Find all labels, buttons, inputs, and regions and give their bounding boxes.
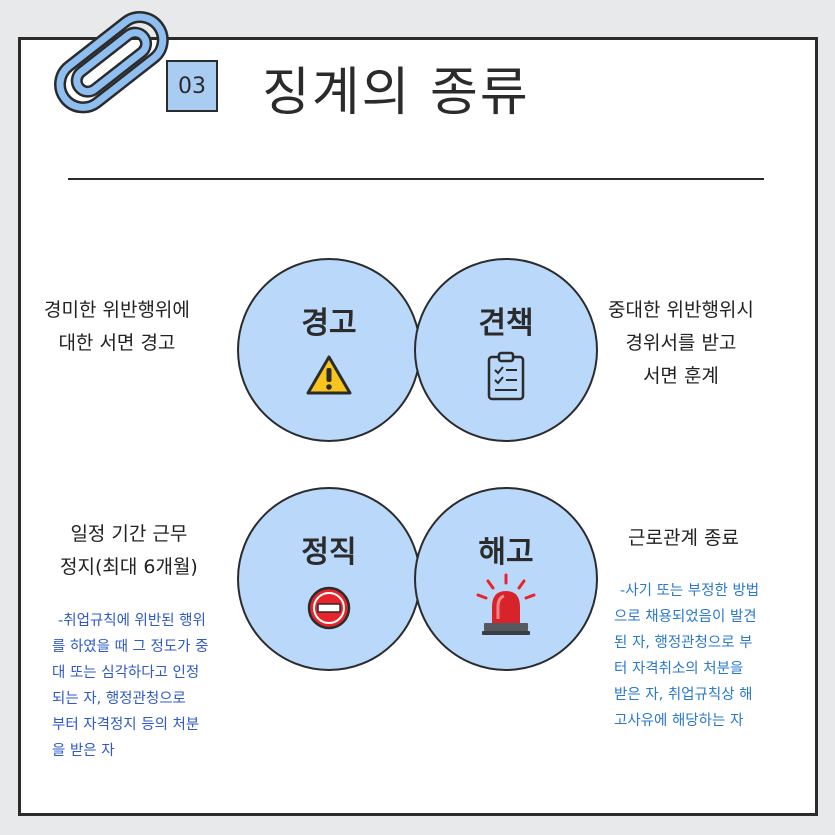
circle-label-reprimand: 견책 [478, 306, 534, 341]
desc-line: 근로관계 종료 [628, 527, 739, 549]
circle-reprimand: 견책 [414, 258, 598, 442]
no-entry-icon [307, 586, 351, 630]
circle-label-suspension: 정직 [301, 535, 357, 570]
desc-warning: 경미한 위반행위에 대한 서면 경고 [44, 294, 190, 360]
desc-line: 정지(최대 6개월) [60, 556, 198, 578]
circle-label-dismissal: 해고 [478, 535, 534, 570]
page-title: 징계의 종류 [262, 63, 530, 123]
note-suspension: -취업규칙에 위반된 행위 를 하였을 때 그 정도가 중 대 또는 심각하다고… [52, 608, 208, 764]
circle-dismissal: 해고 [414, 487, 598, 671]
desc-suspension: 일정 기간 근무 정지(최대 6개월) [60, 518, 198, 584]
note-line: 터 자격취소의 처분을 [614, 661, 744, 677]
desc-reprimand: 중대한 위반행위시 경위서를 받고 서면 훈계 [608, 294, 754, 393]
circle-label-warning: 경고 [301, 306, 357, 341]
note-line: -사기 또는 부정한 방법 [620, 583, 760, 599]
section-number-badge: 03 [166, 60, 218, 112]
siren-icon [476, 573, 536, 635]
desc-line: 서면 훈계 [642, 365, 719, 387]
note-dismissal: -사기 또는 부정한 방법 으로 채용되었음이 발견 된 자, 행정관청으로 부… [614, 578, 759, 734]
note-line: -취업규칙에 위반된 행위 [58, 613, 206, 629]
clipboard-checklist-icon [487, 351, 525, 401]
note-line: 받은 자, 취업규칙상 해 [614, 687, 753, 703]
desc-line: 경위서를 받고 [625, 332, 737, 354]
desc-line: 일정 기간 근무 [70, 523, 188, 545]
desc-line: 경미한 위반행위에 [44, 299, 190, 321]
desc-line: 중대한 위반행위시 [608, 299, 754, 321]
note-line: 된 자, 행정관청으로 부 [614, 635, 753, 651]
note-line: 고사유에 해당하는 자 [614, 713, 744, 729]
paperclip-icon [54, 11, 169, 114]
desc-line: 대한 서면 경고 [58, 332, 176, 354]
note-line: 를 하였을 때 그 정도가 중 [52, 639, 209, 655]
warning-triangle-icon [306, 355, 352, 395]
card [18, 37, 818, 816]
note-line: 되는 자, 행정관청으로 [52, 691, 186, 707]
title-divider [68, 178, 764, 180]
note-line: 대 또는 심각하다고 인정 [52, 665, 200, 681]
circle-warning: 경고 [237, 258, 421, 442]
note-line: 부터 자격정지 등의 처분 [52, 717, 200, 733]
note-line: 으로 채용되었음이 발견 [614, 609, 757, 625]
circle-suspension: 정직 [237, 487, 421, 671]
desc-dismissal: 근로관계 종료 [628, 522, 739, 555]
note-line: 을 받은 자 [52, 743, 115, 759]
